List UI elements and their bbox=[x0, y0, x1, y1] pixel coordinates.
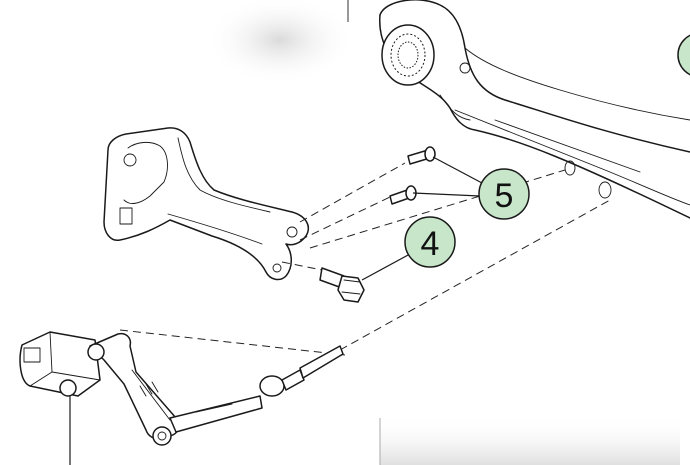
callout-circle-partial bbox=[677, 34, 690, 76]
leader-5a bbox=[432, 156, 483, 184]
leader-4 bbox=[361, 253, 411, 281]
callout-5-label: 5 bbox=[495, 177, 514, 215]
callout-5-circle bbox=[478, 168, 530, 220]
shading-bottom bbox=[380, 415, 680, 465]
callout-4: 4 bbox=[404, 216, 456, 268]
level-sensor bbox=[19, 331, 344, 446]
bolt-5-upper bbox=[407, 146, 436, 165]
bolt-4 bbox=[319, 267, 365, 303]
sensor-bracket bbox=[103, 127, 310, 281]
leader-5b bbox=[412, 192, 481, 197]
callout-5: 5 bbox=[478, 168, 530, 220]
bolt-5-lower bbox=[389, 185, 417, 205]
callout-4-circle bbox=[404, 216, 456, 268]
shading-top bbox=[205, 0, 355, 85]
control-arm bbox=[379, 0, 690, 219]
callout-4-label: 4 bbox=[421, 225, 440, 263]
